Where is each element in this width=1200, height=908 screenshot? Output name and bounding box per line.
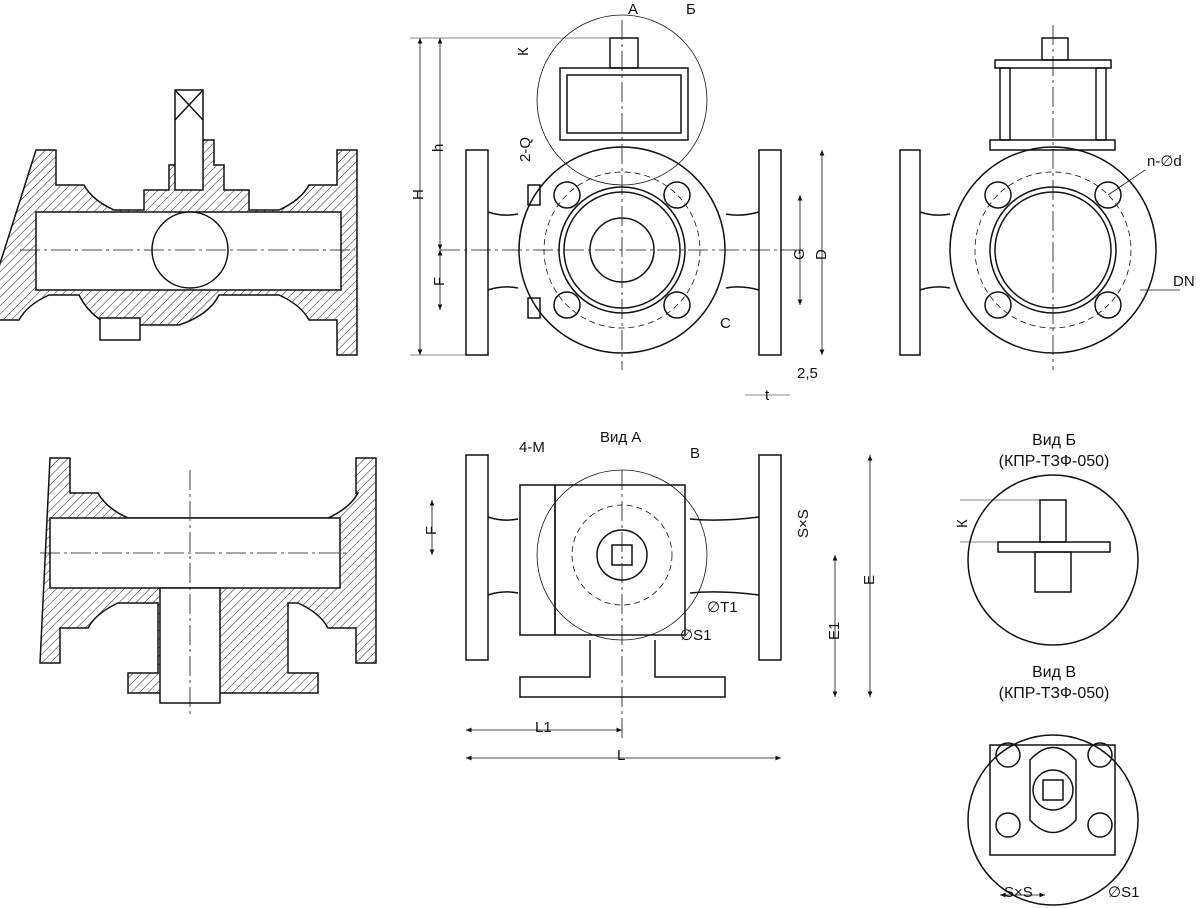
- label-t1: ∅T1: [707, 599, 738, 616]
- view-v-detail: [967, 734, 1139, 906]
- label-h: H: [410, 189, 427, 200]
- label-sxs: S×S: [795, 509, 812, 538]
- view-a: [429, 454, 873, 761]
- view-v-title-text: Вид В: [1031, 664, 1077, 681]
- label-e: E: [861, 574, 878, 585]
- label-e1: E1: [826, 621, 843, 640]
- label-c: C: [720, 315, 731, 332]
- view-v-title: Вид В (КПР-ТЗФ-050): [974, 662, 1134, 704]
- section-view-3way: [39, 457, 377, 715]
- view-v-subtitle: (КПР-ТЗФ-050): [998, 685, 1110, 702]
- label-f: F: [431, 276, 448, 286]
- label-l: L: [617, 747, 626, 764]
- label-b: Б: [686, 1, 696, 18]
- label-s1: ∅S1: [680, 627, 712, 644]
- label-sxs-view-v: S×S: [1004, 884, 1033, 901]
- label-l1: L1: [535, 719, 552, 736]
- label-d: D: [813, 249, 830, 260]
- label-a: А: [628, 1, 639, 18]
- section-view-2way: [0, 89, 358, 356]
- label-dn: DN: [1173, 273, 1195, 290]
- label-k-view-b: К: [954, 519, 971, 528]
- view-b-detail: [960, 474, 1139, 646]
- label-f-view-a: F: [423, 525, 440, 535]
- view-b-title-text: Вид Б: [1032, 432, 1076, 449]
- label-k: К: [515, 47, 532, 56]
- view-a-title: Вид А: [600, 429, 642, 446]
- label-2-5: 2,5: [797, 365, 818, 382]
- label-2q: 2-Q: [517, 136, 534, 162]
- side-view: [899, 25, 1180, 370]
- label-h-small: h: [430, 143, 447, 152]
- label-n-d: n-∅d: [1147, 153, 1182, 170]
- label-g: G: [791, 248, 808, 260]
- label-4m: 4-М: [519, 439, 545, 456]
- label-t: t: [765, 387, 770, 404]
- label-s1-view-v: ∅S1: [1108, 884, 1140, 901]
- front-view: [410, 14, 825, 396]
- label-v: В: [690, 445, 701, 462]
- view-b-title: Вид Б (КПР-ТЗФ-050): [974, 430, 1134, 472]
- view-b-subtitle: (КПР-ТЗФ-050): [998, 453, 1110, 470]
